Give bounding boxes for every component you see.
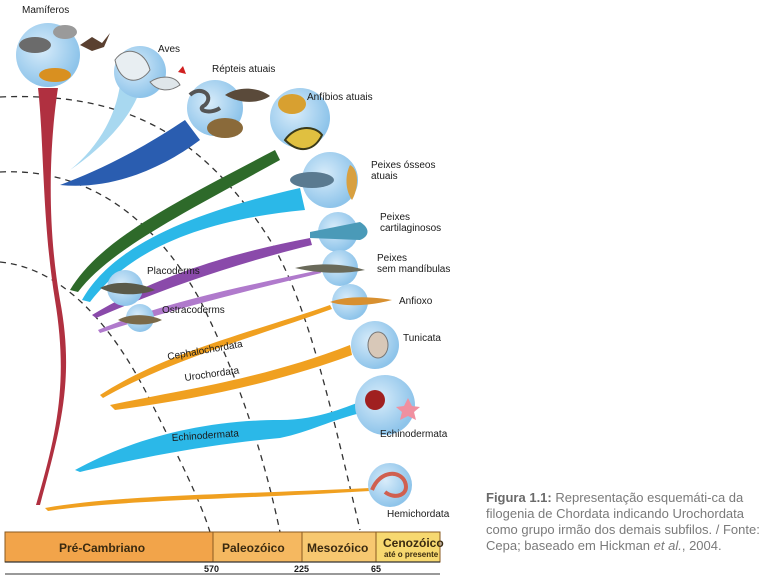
label-cephalochordata: Cephalochordata — [167, 339, 244, 363]
label-anfioxo: Anfioxo — [399, 296, 433, 307]
branch-amphioxus — [100, 305, 332, 398]
branch-reptiles — [60, 120, 200, 186]
lamprey-illustration — [295, 264, 365, 273]
era-label-paleozoic: Paleozóico — [222, 541, 285, 555]
label-repteis: Répteis atuais — [212, 64, 275, 75]
acorn-worm-illustration — [370, 471, 408, 498]
figure-label: Figura 1.1: — [486, 490, 552, 505]
label-echinodermata-right: Echinodermata — [380, 429, 448, 440]
caption-text-1: Representação esquemáti-ca da filogenia … — [486, 490, 760, 553]
branch-cartilaginous — [92, 238, 312, 318]
label-peixes-osseos-1: Peixes ósseos — [371, 160, 435, 171]
branch-tunicata — [110, 345, 352, 410]
branch-hemichordata — [45, 488, 370, 511]
label-mamiferos: Mamíferos — [22, 5, 69, 16]
bird-illustration — [114, 50, 151, 81]
starfish-illustration — [396, 398, 420, 420]
caption-text-2: , 2004. — [681, 538, 722, 553]
tick-570: 570 — [204, 564, 219, 574]
bat-illustration — [80, 33, 110, 51]
lizard-illustration — [225, 88, 270, 102]
group-labels: Mamíferos Aves Répteis atuais Anfíbios a… — [22, 5, 450, 520]
sea-urchin-illustration — [365, 390, 385, 410]
turtle-illustration — [207, 118, 243, 138]
boundary-line-1 — [0, 95, 361, 531]
seahorse-illustration — [346, 165, 357, 200]
frog-illustration — [278, 94, 306, 114]
label-echinodermata-branch: Echinodermata — [171, 428, 239, 444]
era-mesozoic — [301, 531, 377, 563]
placoderm-illustration — [100, 282, 155, 295]
branch-mammals — [36, 88, 67, 505]
tick-225: 225 — [294, 564, 309, 574]
salamander-illustration — [283, 127, 324, 150]
figure-caption: Figura 1.1: Representação esquemáti-ca d… — [486, 490, 766, 554]
branch-amphibians — [70, 150, 280, 292]
label-hemichordata: Hemichordata — [387, 509, 450, 520]
label-anfibios: Anfíbios atuais — [307, 92, 373, 103]
ostracoderm-illustration — [118, 315, 162, 325]
label-sem-mandibulas-1: Peixes — [377, 253, 407, 264]
era-label-precambrian: Pré-Cambriano — [59, 541, 145, 555]
tunicate-illustration — [367, 331, 389, 359]
label-aves: Aves — [158, 44, 180, 55]
label-peixes-osseos-2: atuais — [371, 171, 398, 182]
era-label-cenozoic-sub: até o presente — [384, 550, 439, 559]
label-cartilaginosos-1: Peixes — [380, 212, 410, 223]
branches — [36, 85, 370, 511]
tick-65: 65 — [371, 564, 381, 574]
label-cartilaginosos-2: cartilaginosos — [380, 223, 441, 234]
fox-illustration — [39, 68, 71, 82]
label-tunicata: Tunicata — [403, 333, 441, 344]
snake-illustration — [188, 88, 222, 114]
geologic-timeline: Pré-Cambriano Paleozóico Mesozóico Cenoz… — [4, 531, 444, 575]
era-paleozoic — [212, 531, 303, 563]
era-precambrian — [4, 531, 214, 563]
amphioxus-illustration — [330, 297, 392, 306]
bird-illustration-2 — [149, 76, 181, 91]
organisms — [19, 25, 420, 498]
era-label-cenozoic: Cenozóico — [383, 536, 444, 550]
caption-et-al: et al. — [653, 538, 682, 553]
rat-illustration — [53, 25, 77, 39]
bird-crest — [178, 66, 186, 74]
seal-illustration — [19, 37, 51, 53]
era-label-mesozoic: Mesozóico — [307, 541, 368, 555]
label-placoderms: Placoderms — [147, 266, 200, 277]
label-sem-mandibulas-2: sem mandíbulas — [377, 264, 450, 275]
shark-illustration — [310, 222, 368, 240]
label-ostracoderms: Ostracoderms — [162, 305, 225, 316]
bony-fish-illustration — [290, 172, 334, 188]
branch-echinoderms — [75, 400, 365, 472]
branch-birds — [70, 85, 140, 170]
branch-jawless — [98, 270, 321, 333]
branch-bony-fish — [82, 188, 305, 302]
